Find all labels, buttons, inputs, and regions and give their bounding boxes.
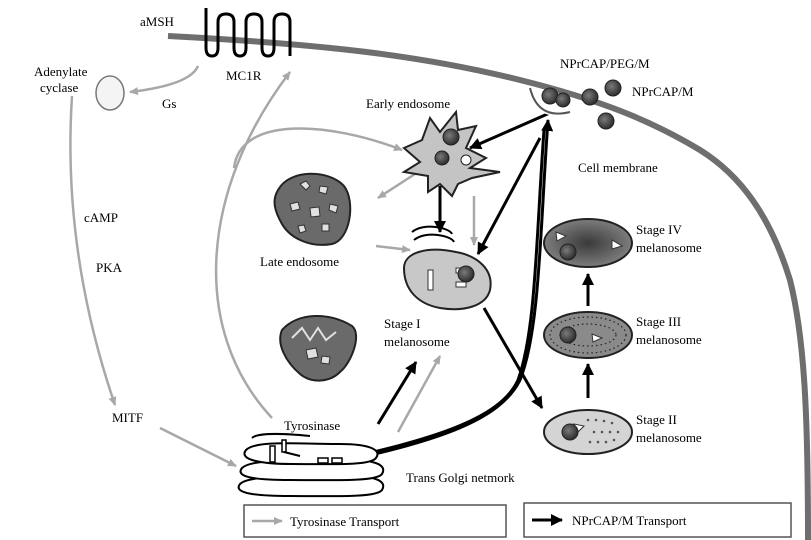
label-late-endosome: Late endosome [260, 254, 339, 269]
arrow-late-to-stage1 [375, 244, 411, 254]
arrow-membrane-to-stage1 [476, 137, 542, 255]
stage4-melanosome [543, 218, 633, 268]
label-gs: Gs [162, 96, 176, 111]
legend-tyrosinase-label: Tyrosinase Transport [290, 514, 400, 529]
label-early-endosome: Early endosome [366, 96, 450, 111]
early-endosome [401, 109, 501, 198]
arrow-golgi-to-membrane [339, 119, 554, 464]
adenylate-cyclase-shape [95, 75, 125, 111]
label-trans-golgi: Trans Golgi netmork [406, 470, 515, 485]
late-endosome-upper [273, 172, 352, 246]
arrow-membrane-to-endosome [469, 110, 553, 150]
label-stage1-1: Stage I [384, 316, 420, 331]
arrow-mc1r-to-gs [129, 65, 200, 96]
arrow-golgi-to-stage1 [376, 361, 418, 425]
nprcap-particles [541, 79, 622, 130]
label-adenylate-2: cyclase [40, 80, 78, 95]
label-mitf: MITF [112, 410, 143, 425]
stage3-melanosome [543, 311, 633, 359]
label-stage4-2: melanosome [636, 240, 702, 255]
label-adenylate-1: Adenylate [34, 64, 88, 79]
tyrosinase-transport-arrows [69, 65, 478, 468]
stage1-melanosome [402, 225, 492, 311]
arrow-cyclase-to-mitf [69, 95, 117, 406]
mc1r-receptor [204, 8, 292, 58]
late-endosome-lower [279, 315, 358, 382]
arrow-stage1-to-stage2 [482, 307, 544, 409]
label-stage3-1: Stage III [636, 314, 681, 329]
particle [555, 92, 571, 108]
label-pka: PKA [96, 260, 123, 275]
nprcap-transport-arrows [329, 110, 594, 466]
particle [597, 112, 615, 130]
label-stage1-2: melanosome [384, 334, 450, 349]
particle [541, 87, 559, 105]
arrow-golgi-to-mc1r [214, 71, 291, 419]
label-nprcap-peg: NPrCAP/PEG/M [560, 56, 650, 71]
label-amsh: aMSH [140, 14, 174, 29]
legend-nprcap-label: NPrCAP/M Transport [572, 513, 687, 528]
label-camp: cAMP [84, 210, 118, 225]
arrow-mitf-to-golgi [159, 426, 237, 468]
legend-nprcap-transport: NPrCAP/M Transport [523, 502, 792, 538]
particle [581, 88, 599, 106]
label-stage2-1: Stage II [636, 412, 677, 427]
arrow-golgi-to-stage1-gray [396, 355, 442, 433]
arrow-to-early-endosome [232, 127, 403, 169]
label-tyrosinase: Tyrosinase [284, 418, 340, 433]
label-stage2-2: melanosome [636, 430, 702, 445]
label-cell-membrane: Cell membrane [578, 160, 658, 175]
legend-tyrosinase-transport: Tyrosinase Transport [243, 504, 507, 538]
label-nprcap-m: NPrCAP/M [632, 84, 694, 99]
membrane-pit-outline [529, 87, 571, 115]
label-stage3-2: melanosome [636, 332, 702, 347]
arrow-membrane-to-golgi [329, 129, 546, 466]
particle [604, 79, 622, 97]
cell-membrane [167, 33, 811, 540]
arrow-endosome-to-late [377, 170, 419, 200]
stage2-melanosome [543, 409, 633, 455]
label-stage4-1: Stage IV [636, 222, 682, 237]
trans-golgi-network [237, 433, 385, 498]
label-mc1r: MC1R [226, 68, 262, 83]
